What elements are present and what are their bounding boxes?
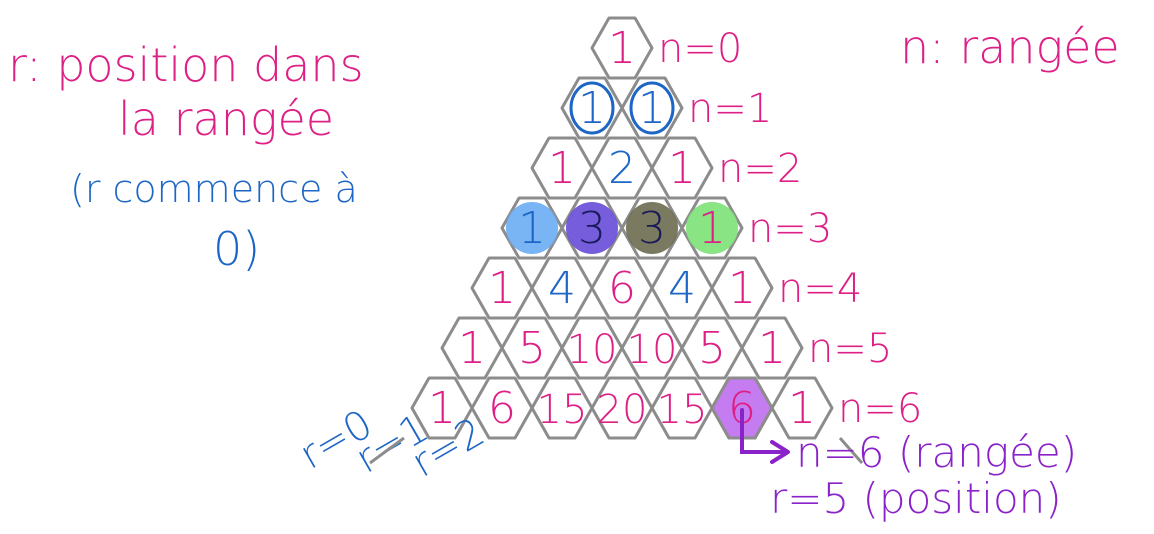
highlight-circle xyxy=(566,202,618,254)
example-arrow xyxy=(740,408,790,464)
hex-cell xyxy=(590,136,654,200)
hex-cell xyxy=(740,316,804,380)
cell-value: 1 xyxy=(518,203,546,254)
cell-value: 15 xyxy=(657,387,708,433)
example-position-note: r=5 (position) xyxy=(770,474,1062,523)
cell-value: 1 xyxy=(698,203,726,254)
cell-value: 20 xyxy=(597,387,648,433)
hex-cell xyxy=(620,316,684,380)
hex-cell xyxy=(470,376,534,440)
row-label: n=1 xyxy=(688,86,772,132)
row-label: n=2 xyxy=(718,146,802,192)
base-line-right xyxy=(838,437,864,464)
cell-value: 5 xyxy=(518,323,546,374)
cell-value: 1 xyxy=(638,83,666,134)
cell-value: 5 xyxy=(698,323,726,374)
cell-value: 6 xyxy=(488,383,516,434)
outline-circle xyxy=(569,81,615,135)
cell-value: 1 xyxy=(548,143,576,194)
hex-cell xyxy=(680,316,744,380)
hex-cell xyxy=(560,196,624,260)
base-lines xyxy=(369,436,864,465)
hex-cell xyxy=(650,256,714,320)
row-label: n=6 xyxy=(838,386,922,432)
cell-value: 6 xyxy=(608,263,636,314)
cell-value: 2 xyxy=(608,143,636,194)
cell-value: 10 xyxy=(567,327,618,373)
note-r-starts-at: (r commence à xyxy=(70,167,358,211)
hex-cell xyxy=(680,196,744,260)
cell-value: 4 xyxy=(668,263,696,314)
cell-value: 15 xyxy=(537,387,588,433)
hex-cell xyxy=(650,136,714,200)
cell-value: 3 xyxy=(578,203,606,254)
hex-cell xyxy=(500,316,564,380)
base-line-left xyxy=(369,436,405,465)
hex-cell xyxy=(590,376,654,440)
hex-cell xyxy=(500,196,564,260)
cell-value: 1 xyxy=(788,383,816,434)
cell-value: 1 xyxy=(458,323,486,374)
note-position-definition-cont: la rangée xyxy=(118,92,335,146)
highlight-circle xyxy=(626,202,678,254)
arrow-head-icon xyxy=(770,440,790,464)
cell-value: 1 xyxy=(428,383,456,434)
cell-value: 1 xyxy=(668,143,696,194)
hex-cell xyxy=(530,256,594,320)
example-row-note: n=6 (rangée) xyxy=(796,428,1078,477)
cell-value: 1 xyxy=(578,83,606,134)
cell-value: 10 xyxy=(627,327,678,373)
hex-cell xyxy=(410,376,474,440)
row-label: n=3 xyxy=(748,206,832,252)
note-position-definition: r: position dans xyxy=(8,38,364,92)
outline-circle xyxy=(629,81,675,135)
hex-cell xyxy=(530,376,594,440)
hex-cell xyxy=(530,136,594,200)
cell-value: 1 xyxy=(758,323,786,374)
cell-value: 4 xyxy=(548,263,576,314)
row-label: n=4 xyxy=(778,266,862,312)
hex-cell xyxy=(620,196,684,260)
highlight-circle xyxy=(506,202,558,254)
row-label: n=0 xyxy=(658,26,742,72)
position-labels: r=0r=1r=2 xyxy=(292,401,492,487)
hex-cell xyxy=(560,76,624,140)
example-arrow-line xyxy=(740,408,788,454)
hex-cell xyxy=(650,376,714,440)
note-row-definition: n: rangée xyxy=(900,20,1120,74)
hex-cell xyxy=(560,316,624,380)
hex-cell xyxy=(590,16,654,80)
note-r-starts-at-zero: 0) xyxy=(213,222,261,276)
hex-cell xyxy=(710,256,774,320)
cell-value: 1 xyxy=(608,23,636,74)
hex-cell xyxy=(440,316,504,380)
cell-value: 1 xyxy=(488,263,516,314)
hex-cell xyxy=(620,76,684,140)
highlight-circle xyxy=(686,202,738,254)
row-labels: n=0 n=1 n=2 n=3 n=4 n=5 n=6 xyxy=(658,26,922,432)
hexagon-grid xyxy=(410,16,834,440)
cell-value: 3 xyxy=(638,203,666,254)
cell-value: 1 xyxy=(728,263,756,314)
row-label: n=5 xyxy=(808,326,892,372)
hex-cell xyxy=(590,256,654,320)
hex-cell xyxy=(470,256,534,320)
